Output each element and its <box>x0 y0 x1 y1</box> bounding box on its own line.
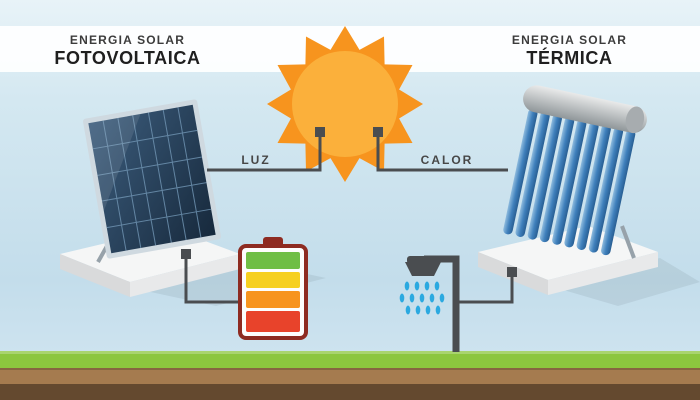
dirt-strip <box>0 368 700 384</box>
battery-line <box>184 254 240 304</box>
node-pv-base <box>181 249 191 259</box>
vacuum-tubes <box>503 108 636 256</box>
pv-grid-lines <box>92 107 212 251</box>
photovoltaic-title: ENERGIA SOLAR FOTOVOLTAICA <box>20 33 235 69</box>
photovoltaic-title-line2: FOTOVOLTAICA <box>54 48 201 68</box>
battery-bar-green <box>246 252 300 269</box>
thermal-title-line2: TÉRMICA <box>526 48 613 68</box>
thermal-base-right <box>548 252 658 295</box>
photovoltaic-title-line1: ENERGIA SOLAR <box>69 33 186 47</box>
grass-strip <box>0 351 700 368</box>
luz-line <box>207 132 322 172</box>
connector-lines <box>184 132 514 304</box>
node-sun-right <box>373 127 383 137</box>
pv-panel-sheen <box>88 114 141 211</box>
node-thermal-base <box>507 267 517 277</box>
tank-end-cap <box>625 106 645 134</box>
thermal-title-line1: ENERGIA SOLAR <box>511 33 628 47</box>
battery-bar-red <box>246 310 300 333</box>
shower-head <box>405 262 441 276</box>
battery-bar-yellow <box>246 271 300 289</box>
luz-label: LUZ <box>241 153 271 167</box>
water-droplets <box>399 281 445 315</box>
node-sun-left <box>315 127 325 137</box>
battery-terminal <box>263 237 283 245</box>
thermal-title: ENERGIA SOLAR TÉRMICA <box>462 33 677 69</box>
thermal-unit <box>478 85 700 306</box>
connector-nodes <box>181 127 517 277</box>
pv-panel-icon <box>83 99 221 259</box>
thermal-collector-icon <box>503 85 647 256</box>
thermal-support <box>620 225 636 259</box>
battery-icon <box>238 237 308 340</box>
storage-tank <box>523 85 647 133</box>
pv-base-left <box>60 254 130 297</box>
shower-icon <box>399 255 460 352</box>
calor-line <box>376 132 508 172</box>
battery-bar-orange <box>246 291 300 308</box>
pv-unit <box>60 99 326 306</box>
calor-label: CALOR <box>420 153 474 167</box>
shower-line <box>459 272 514 304</box>
thermal-base-shadow <box>550 258 700 306</box>
subsoil-strip <box>0 384 700 400</box>
